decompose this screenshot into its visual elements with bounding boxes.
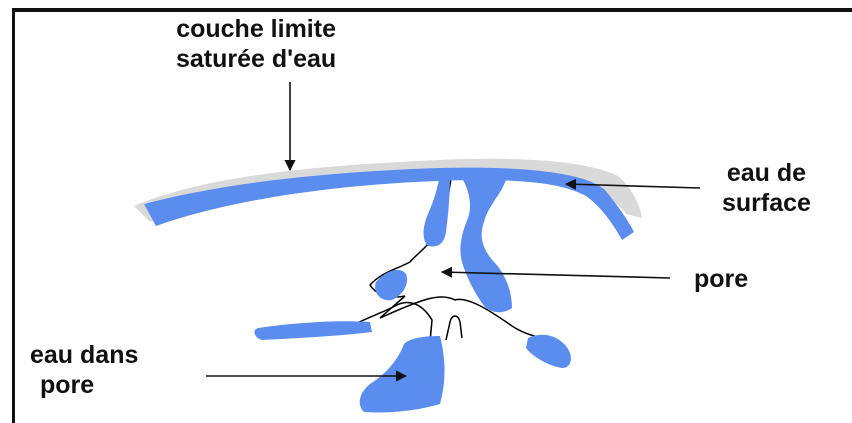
label-surface-water-line2: surface <box>722 188 811 218</box>
pore-water-body <box>360 336 445 413</box>
water-bridge-right <box>460 177 512 312</box>
label-pore-water: eau dans pore <box>30 340 138 400</box>
label-surface-water-line1: eau de <box>722 158 811 188</box>
label-boundary-layer-line1: couche limite <box>176 14 336 44</box>
label-pore-water-line1: eau dans <box>30 340 138 370</box>
label-boundary-layer-line2: saturée d'eau <box>176 44 336 74</box>
label-pore-water-line2: pore <box>30 370 138 400</box>
surface-water-film <box>144 168 634 240</box>
label-pore: pore <box>694 264 748 294</box>
water-lobe-right <box>526 335 571 368</box>
pore-outline-neck <box>446 316 462 340</box>
label-surface-water: eau de surface <box>722 158 811 218</box>
water-finger-bottom <box>255 321 372 340</box>
water-lobe-left <box>375 270 407 300</box>
water-bridge-left <box>424 172 451 246</box>
label-boundary-layer: couche limite saturée d'eau <box>176 14 336 74</box>
